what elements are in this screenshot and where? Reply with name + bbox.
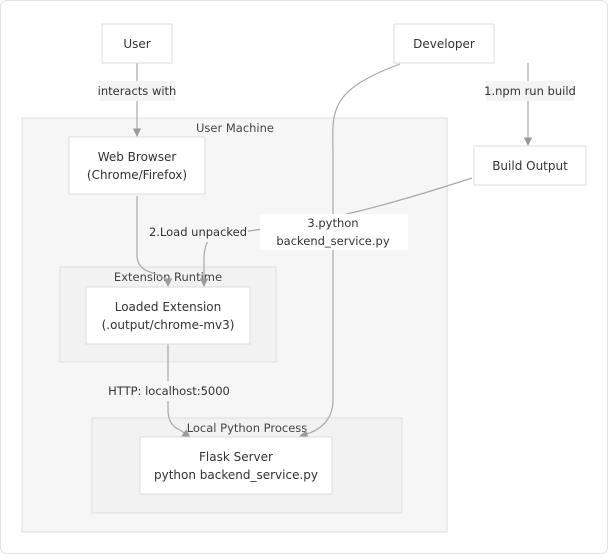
group-user-machine-label: User Machine	[196, 121, 274, 135]
node-developer: Developer	[393, 23, 495, 64]
svg-text:HTTP: localhost:5000: HTTP: localhost:5000	[108, 384, 230, 398]
node-user: User	[101, 23, 173, 64]
svg-text:Web Browser: Web Browser	[98, 150, 177, 164]
group-extension-runtime-label: Extension Runtime	[114, 270, 222, 284]
svg-text:interacts with: interacts with	[98, 84, 177, 98]
node-loaded-extension: Loaded Extension (.output/chrome-mv3)	[85, 286, 251, 345]
svg-text:1.npm run build: 1.npm run build	[484, 84, 576, 98]
edge-browser-to-extension	[136, 196, 173, 287]
node-web-browser: Web Browser (Chrome/Firefox)	[68, 136, 206, 195]
edge-label-http-localhost: HTTP: localhost:5000	[106, 381, 232, 401]
svg-text:backend_service.py: backend_service.py	[276, 234, 389, 248]
svg-text:User: User	[123, 37, 150, 51]
svg-text:2.Load unpacked: 2.Load unpacked	[149, 225, 247, 239]
svg-text:Loaded Extension: Loaded Extension	[115, 300, 222, 314]
svg-text:Build Output: Build Output	[492, 159, 568, 173]
edge-label-interacts-with: interacts with	[98, 81, 177, 101]
svg-text:(.output/chrome-mv3): (.output/chrome-mv3)	[102, 318, 235, 332]
svg-text:Flask Server: Flask Server	[199, 450, 273, 464]
svg-text:python backend_service.py: python backend_service.py	[154, 468, 318, 482]
svg-text:(Chrome/Firefox): (Chrome/Firefox)	[87, 168, 187, 182]
edge-python-backend	[299, 63, 401, 439]
group-local-python-process-label: Local Python Process	[187, 421, 308, 435]
node-flask-server: Flask Server python backend_service.py	[139, 436, 333, 495]
edge-label-load-unpacked: 2.Load unpacked	[148, 222, 248, 242]
edge-label-npm-run-build: 1.npm run build	[484, 81, 576, 101]
edge-label-python-backend: 3.python backend_service.py	[260, 214, 408, 250]
edge-http-localhost	[167, 344, 191, 438]
svg-text:Developer: Developer	[413, 37, 475, 51]
svg-text:3.python: 3.python	[307, 216, 358, 230]
node-build-output: Build Output	[473, 145, 587, 186]
